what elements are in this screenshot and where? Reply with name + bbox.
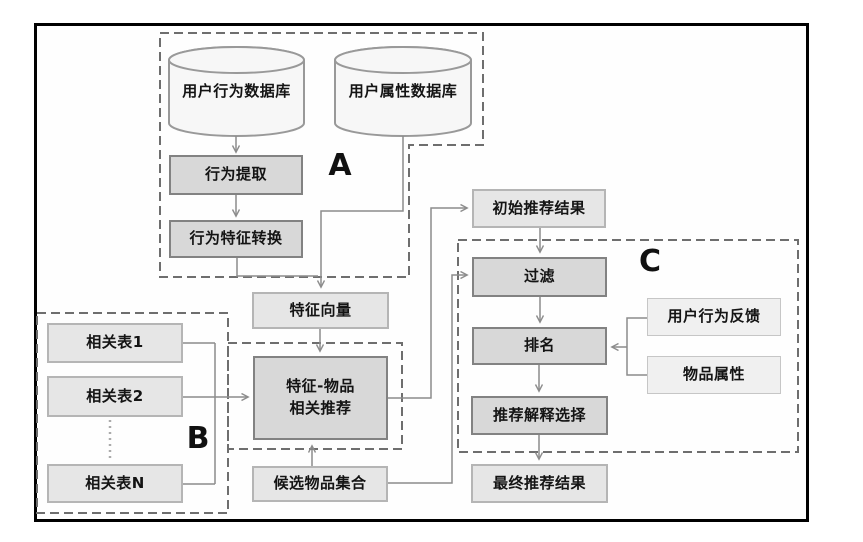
group-letter: C: [638, 243, 662, 279]
group-a-outline: [159, 32, 484, 278]
node-label: 相关表1: [86, 333, 144, 352]
node-feature-vector: 特征向量: [252, 292, 389, 329]
arrow-featureitem-to-initialresults: [388, 208, 467, 399]
arrow-attributedb-to-featurevector: [321, 136, 404, 287]
node-label: 初始推荐结果: [492, 198, 586, 217]
node-label: 用户属性数据库: [348, 81, 458, 100]
node-user-behavior-feedback: 用户行为反馈: [647, 298, 781, 336]
node-explanation-selection: 推荐解释选择: [471, 396, 608, 435]
node-filter: 过滤: [472, 257, 607, 297]
node-related-table-1: 相关表1: [47, 323, 183, 363]
node-label-line1: 特征-物品: [286, 377, 355, 396]
node-related-table-n: 相关表N: [47, 464, 183, 503]
group-letter: A: [328, 147, 352, 183]
node-label-line2: 相关推荐: [289, 399, 352, 417]
node-item-attributes: 物品属性: [647, 356, 781, 394]
node-user-attribute-database: 用户属性数据库: [335, 60, 471, 123]
node-related-table-2: 相关表2: [47, 376, 183, 417]
database-cylinder-icon-behavior: [168, 46, 305, 137]
node-behavior-feature-transform: 行为特征转换: [169, 220, 303, 258]
group-letter: B: [186, 420, 210, 456]
node-label: 特征向量: [289, 300, 352, 319]
node-label: 用户行为反馈: [667, 307, 761, 326]
node-ranking: 排名: [472, 327, 607, 365]
line-feedback-attributes-join: [626, 317, 647, 376]
group-b-label: B: [178, 418, 218, 458]
group-a-label: A: [320, 145, 360, 185]
node-label: 候选物品集合: [273, 474, 367, 493]
group-c-outline: [457, 239, 799, 453]
node-user-behavior-database: 用户行为数据库: [169, 60, 304, 123]
node-label: 推荐解释选择: [492, 405, 586, 424]
line-transform-to-merge: [236, 258, 318, 277]
node-label: 用户行为数据库: [182, 81, 291, 100]
node-label: 相关表2: [86, 386, 144, 405]
node-candidate-item-set: 候选物品集合: [252, 466, 388, 502]
node-label: 行为特征转换: [189, 229, 283, 248]
database-cylinder-icon-attribute: [334, 46, 472, 137]
node-label: 排名: [523, 336, 555, 355]
node-initial-recommendation-results: 初始推荐结果: [472, 189, 606, 228]
node-feature-item-recommendation: 特征-物品 相关推荐: [253, 356, 388, 440]
node-label: 相关表N: [85, 473, 145, 492]
node-label: 过滤: [523, 267, 555, 286]
arrow-candidates-to-filter: [388, 275, 467, 484]
node-label: 物品属性: [682, 365, 745, 384]
node-final-recommendation-results: 最终推荐结果: [471, 464, 608, 503]
node-label: 最终推荐结果: [492, 473, 586, 492]
node-behavior-extraction: 行为提取: [169, 155, 303, 195]
group-c-label: C: [630, 240, 670, 282]
node-label: 行为提取: [204, 165, 267, 184]
